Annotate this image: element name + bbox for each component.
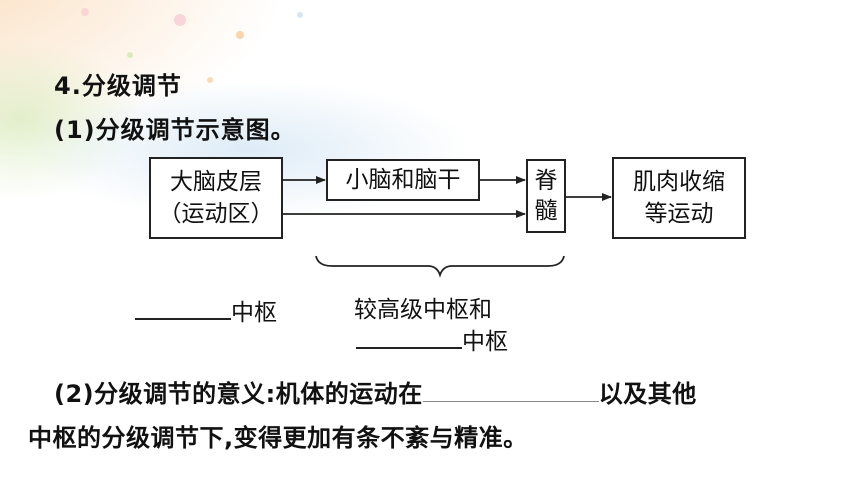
spinal-cord-label-bottom: 髓 — [534, 198, 558, 224]
high-center-label-line2: 中枢 — [356, 322, 508, 356]
significance-line-2: 中枢的分级调节下,变得更加有条不紊与精准。 — [28, 424, 528, 452]
significance-blank[interactable] — [422, 401, 599, 402]
low-center-blank[interactable] — [135, 318, 231, 320]
significance-line-1: (2)分级调节的意义:机体的运动在以及其他 — [54, 380, 697, 408]
motor-area-label: （运动区） — [158, 201, 274, 227]
spinal-cord-label-top: 脊 — [534, 168, 558, 194]
movement-label: 等运动 — [644, 201, 714, 227]
diagram-caption: (1)分级调节示意图。 — [54, 116, 296, 144]
spinal-cord-box: 脊 髓 — [526, 159, 566, 233]
low-center-label: 中枢 — [135, 293, 277, 327]
cerebral-cortex-label: 大脑皮层 — [170, 169, 262, 195]
muscle-contraction-label: 肌肉收缩 — [633, 169, 725, 195]
high-center-blank[interactable] — [356, 347, 462, 349]
section-heading: 4.分级调节 — [54, 72, 182, 100]
cerebral-cortex-box: 大脑皮层 （运动区） — [149, 157, 283, 239]
cerebellum-brainstem-label: 小脑和脑干 — [345, 167, 461, 193]
cerebellum-brainstem-box: 小脑和脑干 — [326, 159, 480, 201]
curly-brace — [315, 255, 565, 278]
muscle-contraction-box: 肌肉收缩 等运动 — [612, 157, 746, 239]
high-center-label: 较高级中枢和 — [354, 297, 492, 323]
